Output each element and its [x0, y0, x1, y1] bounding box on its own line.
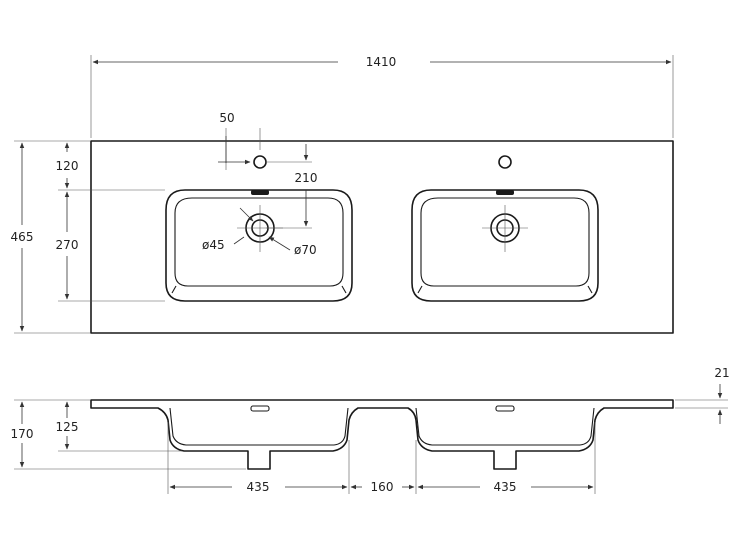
dim-overall-height: 170 [11, 399, 246, 470]
dim-tap-offset: 50 [218, 111, 261, 170]
dim-bowl-widths: 435 160 435 [167, 422, 596, 494]
left-basin [165, 155, 353, 302]
countertop-outline [90, 140, 674, 334]
dim-slab-thickness: 21 [675, 366, 730, 424]
dim-bowl-depth: 270 [56, 191, 165, 302]
label-tap-offset: 50 [219, 111, 234, 125]
top-view: 1410 465 120 270 [11, 55, 674, 334]
right-basin [411, 155, 599, 302]
dim-total-depth: 465 [11, 140, 90, 334]
label-tap-to-drain: 210 [295, 171, 318, 185]
label-bowl-height: 125 [56, 420, 79, 434]
label-total-depth: 465 [11, 230, 34, 244]
dim-tap-to-drain: 210 [266, 144, 318, 229]
label-bowl-depth: 270 [56, 238, 79, 252]
label-bowl-width-right: 435 [494, 480, 517, 494]
side-profile [90, 399, 674, 470]
label-slab-thickness: 21 [714, 366, 729, 380]
label-drain-outer: ø70 [294, 243, 317, 257]
label-total-width: 1410 [366, 55, 397, 69]
label-drain-inner: ø45 [202, 238, 225, 252]
label-overall-height: 170 [11, 427, 34, 441]
tap-hole-left [253, 155, 267, 169]
label-bowl-width-left: 435 [247, 480, 270, 494]
side-view: 170 125 21 435 160 [11, 366, 730, 494]
side-overflow-right [495, 405, 515, 412]
overflow-slot-left [251, 190, 269, 195]
tap-hole-right [498, 155, 512, 169]
overflow-slot-right [496, 190, 514, 195]
dim-total-width: 1410 [90, 55, 674, 138]
label-bowl-gap: 160 [371, 480, 394, 494]
label-edge-to-bowl: 120 [56, 159, 79, 173]
dim-bowl-height: 125 [56, 401, 182, 452]
dim-edge-to-bowl: 120 [56, 142, 165, 191]
side-overflow-left [250, 405, 270, 412]
